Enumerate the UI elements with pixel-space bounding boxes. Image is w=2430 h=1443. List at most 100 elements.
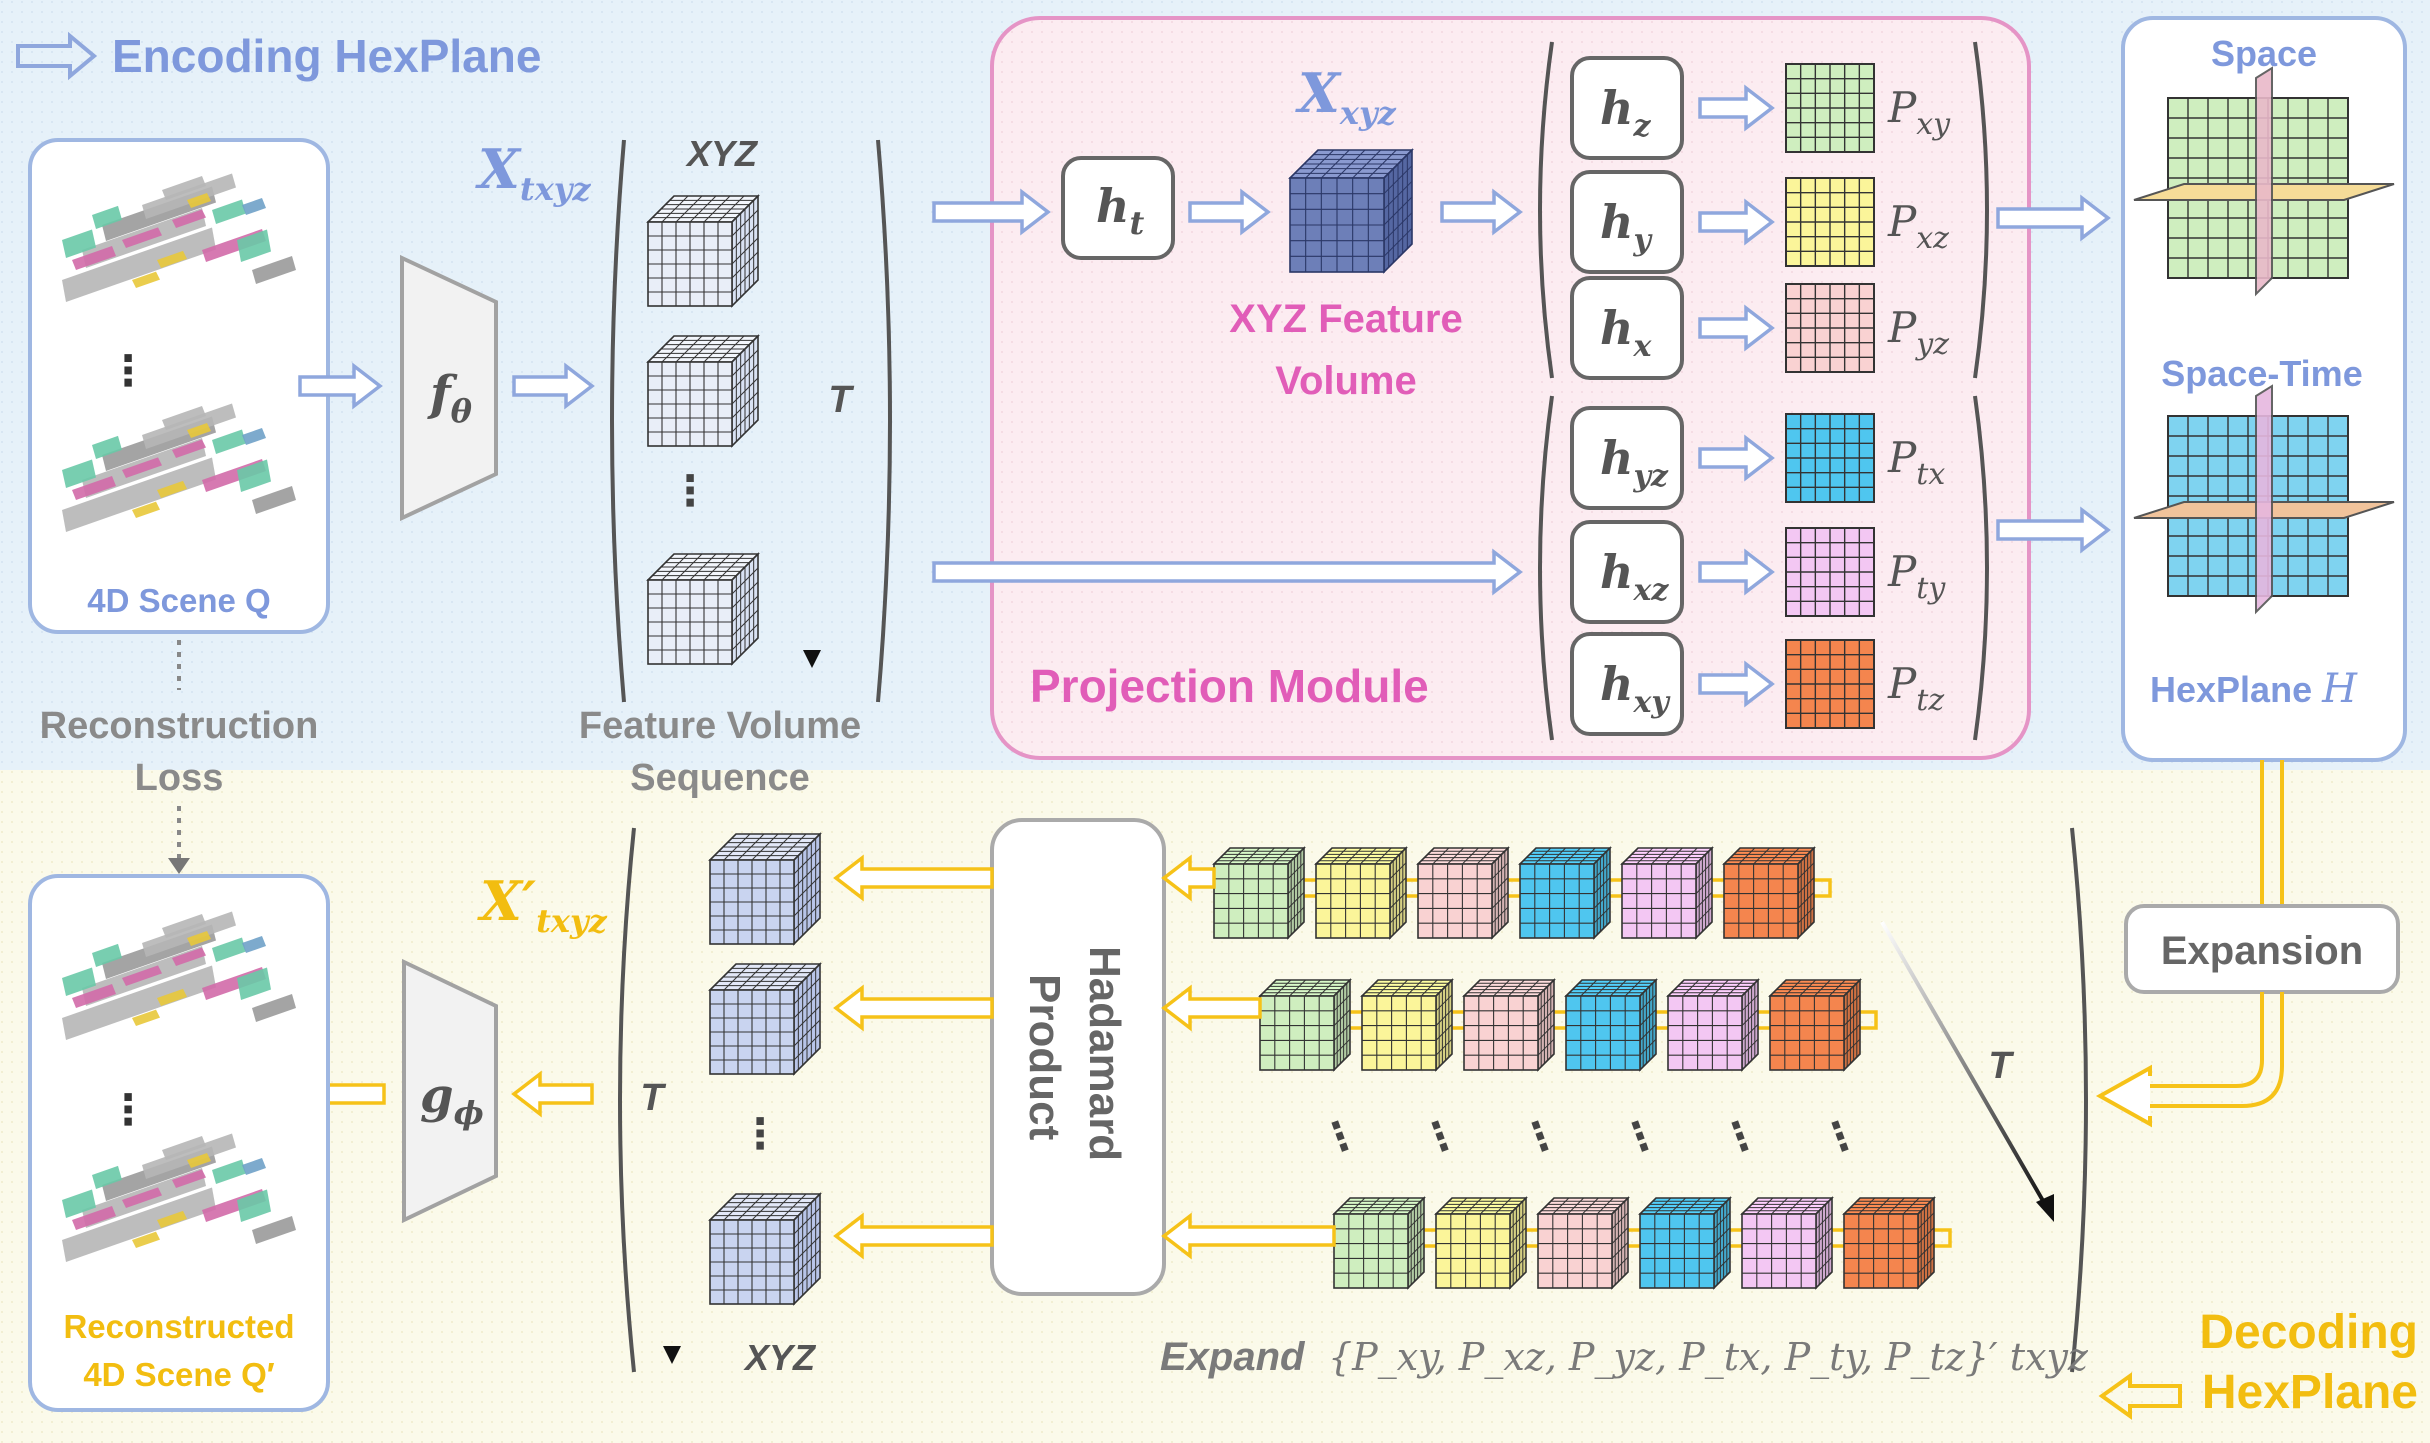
sequence-volume-2 — [646, 334, 760, 448]
time-layer-box: ht — [1061, 156, 1175, 260]
decoding-title-arrow — [2098, 1372, 2182, 1420]
decoding-bracket-left — [618, 827, 636, 1373]
expanded-cube-2-4 — [1564, 978, 1658, 1072]
reconstructed-scene-panel: ⋮ Reconstructed 4D Scene Q′ — [28, 874, 330, 1412]
space-triplane — [2133, 66, 2395, 297]
spacetime-planes-side — [2255, 384, 2273, 615]
expanded-cube-3-1 — [1332, 1196, 1426, 1290]
head-symbol-z: hz — [1600, 81, 1651, 144]
decoding-time-arrowhead — [2036, 1194, 2054, 1222]
arrow-sequence-to-decoder — [511, 1070, 594, 1118]
sequence-bracket-right — [876, 139, 892, 703]
decoded-sequence-symbol: X′txyz — [477, 869, 608, 940]
expanded-cube-3-2 — [1434, 1196, 1528, 1290]
head-box-xz — [1570, 520, 1684, 624]
recon-label-line1: Reconstructed — [63, 1308, 294, 1345]
sequence-volume-1 — [646, 194, 760, 308]
plane-yz — [1785, 283, 1875, 373]
recon-ellipsis: ⋮ — [107, 1086, 149, 1133]
encoding-hexplane-label: Encoding HexPlane — [112, 30, 541, 82]
head-box-z — [1570, 56, 1684, 160]
hadamard-line2: Product — [1020, 974, 1069, 1141]
xyz-volume-symbol: Xxyz — [1295, 61, 1397, 132]
decoding-bracket-right — [2070, 827, 2088, 1373]
arrow-scene-to-encoder — [298, 362, 383, 410]
head-symbol-yz: hyz — [1600, 431, 1669, 494]
time-layer-symbol: ht — [1096, 179, 1144, 242]
xyz-volume-caption-line1: XYZ Feature — [1229, 297, 1462, 341]
expand-set: {P_xy, P_xz, P_yz, P_tx, P_ty, P_tz}′ tx… — [1328, 1335, 2089, 1380]
arrow-head-xy — [1698, 660, 1775, 708]
expanded-cube-3-5 — [1740, 1196, 1834, 1290]
scene-q-label: 4D Scene Q — [87, 582, 270, 619]
arrow-space-planes-to-hexplane — [1996, 194, 2111, 242]
expanded-row-1 — [1212, 846, 1832, 940]
expanded-cube-2-3 — [1462, 978, 1556, 1072]
plane-symbol-tz: Ptz — [1887, 659, 1944, 718]
expansion-label: Expansion — [2161, 929, 2363, 973]
expanded-cube-2-2 — [1360, 978, 1454, 1072]
decoded-volume-sequence — [708, 832, 822, 1306]
decoded-time-arrowhead — [663, 1346, 681, 1364]
plane-symbol-xz: Pxz — [1887, 197, 1949, 256]
decoded-ellipsis: ⋮ — [739, 1110, 781, 1157]
arrow-time-layer-to-volume — [1188, 188, 1271, 236]
expanded-cube-3-6 — [1842, 1196, 1936, 1290]
plane-symbol-yz: Pyz — [1887, 303, 1949, 362]
head-symbol-xy: hxy — [1600, 657, 1671, 720]
space-planes-side — [2255, 66, 2273, 297]
projection-module-title: Projection Module — [1030, 660, 1429, 712]
sequence-t-label: T — [828, 379, 854, 421]
expanded-row-2 — [1258, 978, 1878, 1072]
head-row-xy: hxy Ptz — [1570, 632, 1944, 736]
recon-label-line2: 4D Scene Q′ — [83, 1356, 274, 1393]
plane-symbol-ty: Pty — [1887, 547, 1946, 606]
expanded-cube-2-1 — [1258, 978, 1352, 1072]
encoder-symbol: fθ — [427, 366, 473, 430]
plane-xy — [1785, 63, 1875, 153]
arrow-volume-to-space-heads — [1440, 188, 1523, 236]
head-symbol-xz: hxz — [1600, 545, 1669, 608]
space-heads-bracket-right — [1973, 41, 1989, 379]
encoder-f-theta: fθ — [400, 254, 498, 522]
space-planes — [2133, 66, 2395, 297]
expanded-cube-3-4 — [1638, 1196, 1732, 1290]
expanded-cube-1-3 — [1416, 846, 1510, 940]
expanded-row-3 — [1332, 1196, 1952, 1290]
plane-symbol-tx: Ptx — [1887, 433, 1945, 492]
recon-frame-top — [62, 911, 296, 1040]
spacetime-label: Space-Time — [2161, 353, 2362, 394]
head-box-y — [1570, 170, 1684, 274]
encoding-arrows — [298, 188, 2111, 596]
ellipsis-dots: ⋮ — [107, 347, 149, 394]
expanded-cube-2-6 — [1768, 978, 1862, 1072]
xyz-feature-volume — [1288, 148, 1414, 274]
loss-label-line2: Loss — [135, 757, 224, 799]
loss-arrow-head — [168, 858, 190, 874]
arrow-head-y — [1698, 198, 1775, 246]
arrow-sequence-to-time-heads — [932, 548, 1523, 596]
head-row-xz: hxz Pty — [1570, 520, 1946, 624]
plane-tx — [1785, 413, 1875, 503]
arrow-head-z — [1698, 84, 1775, 132]
arrow-time-planes-to-hexplane — [1996, 506, 2111, 554]
feature-volume-sequence — [646, 194, 760, 666]
sequence-ellipsis: ⋮ — [669, 467, 711, 514]
decoding-time-axis — [1880, 920, 2048, 1208]
xyz-volume-caption-line2: Volume — [1275, 359, 1417, 403]
sequence-time-arrowhead — [803, 650, 821, 668]
decoding-arrows — [297, 854, 1336, 1260]
arrow-row1-to-hadamard — [1161, 854, 1216, 902]
sequence-volume-3 — [646, 552, 760, 666]
head-row-yz: hyz Ptx — [1570, 406, 1945, 510]
expanded-cube-1-1 — [1212, 846, 1306, 940]
expanded-cube-1-4 — [1518, 846, 1612, 940]
plane-symbol-xy: Pxy — [1887, 83, 1951, 142]
spacetime-planes — [2133, 384, 2395, 615]
hadamard-product-box: Hadamard Product — [990, 818, 1166, 1296]
